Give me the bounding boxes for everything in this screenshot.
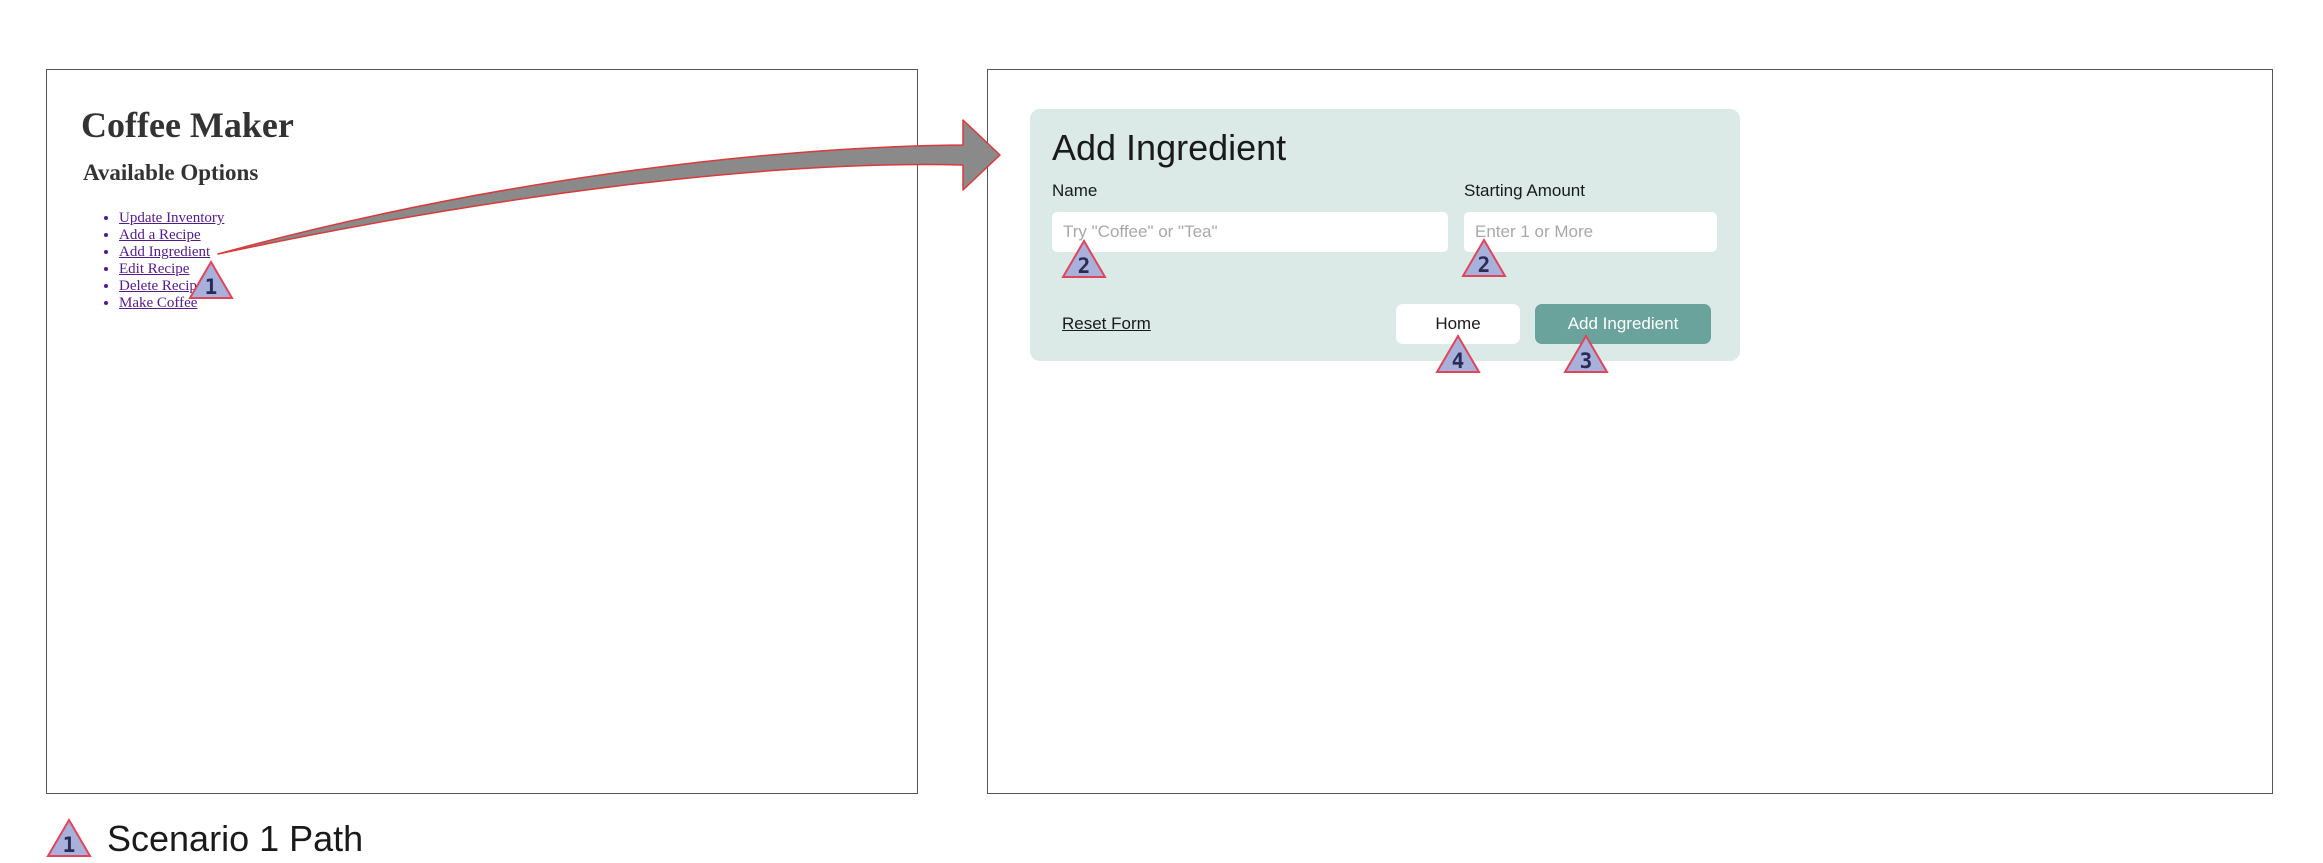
add-ingredient-button[interactable]: Add Ingredient [1535,304,1711,344]
screenshot-add-ingredient: Add Ingredient Name Starting Amount Rese… [987,69,2273,794]
marker-number: 1 [63,833,76,857]
options-list: Update Inventory Add a Recipe Add Ingred… [95,210,224,312]
list-item: Add Ingredient [119,244,224,261]
starting-amount-label: Starting Amount [1464,181,1585,200]
list-item: Edit Recipe [119,261,224,278]
reset-form-link[interactable]: Reset Form [1062,314,1151,333]
legend-label: Scenario 1 Path [107,818,364,859]
page-title: Coffee Maker [81,105,294,145]
section-title: Available Options [83,160,259,185]
list-item: Delete Recipe [119,278,224,295]
list-item: Make Coffee [119,295,224,312]
screenshot-coffee-maker-home: Coffee Maker Available Options Update In… [46,69,918,794]
form-title: Add Ingredient [1052,127,1287,168]
name-input[interactable] [1052,212,1448,252]
name-label: Name [1052,181,1098,200]
add-ingredient-link[interactable]: Add Ingredient [119,244,211,260]
add-recipe-link[interactable]: Add a Recipe [119,227,201,243]
home-button[interactable]: Home [1396,304,1520,344]
starting-amount-input[interactable] [1464,212,1717,252]
delete-recipe-link[interactable]: Delete Recipe [119,278,204,294]
make-coffee-link[interactable]: Make Coffee [119,295,198,311]
list-item: Add a Recipe [119,227,224,244]
add-ingredient-form: Add Ingredient Name Starting Amount Rese… [1030,109,1740,361]
legend-marker: 1 [46,818,92,857]
list-item: Update Inventory [119,210,224,227]
update-inventory-link[interactable]: Update Inventory [119,210,225,226]
edit-recipe-link[interactable]: Edit Recipe [119,261,190,277]
